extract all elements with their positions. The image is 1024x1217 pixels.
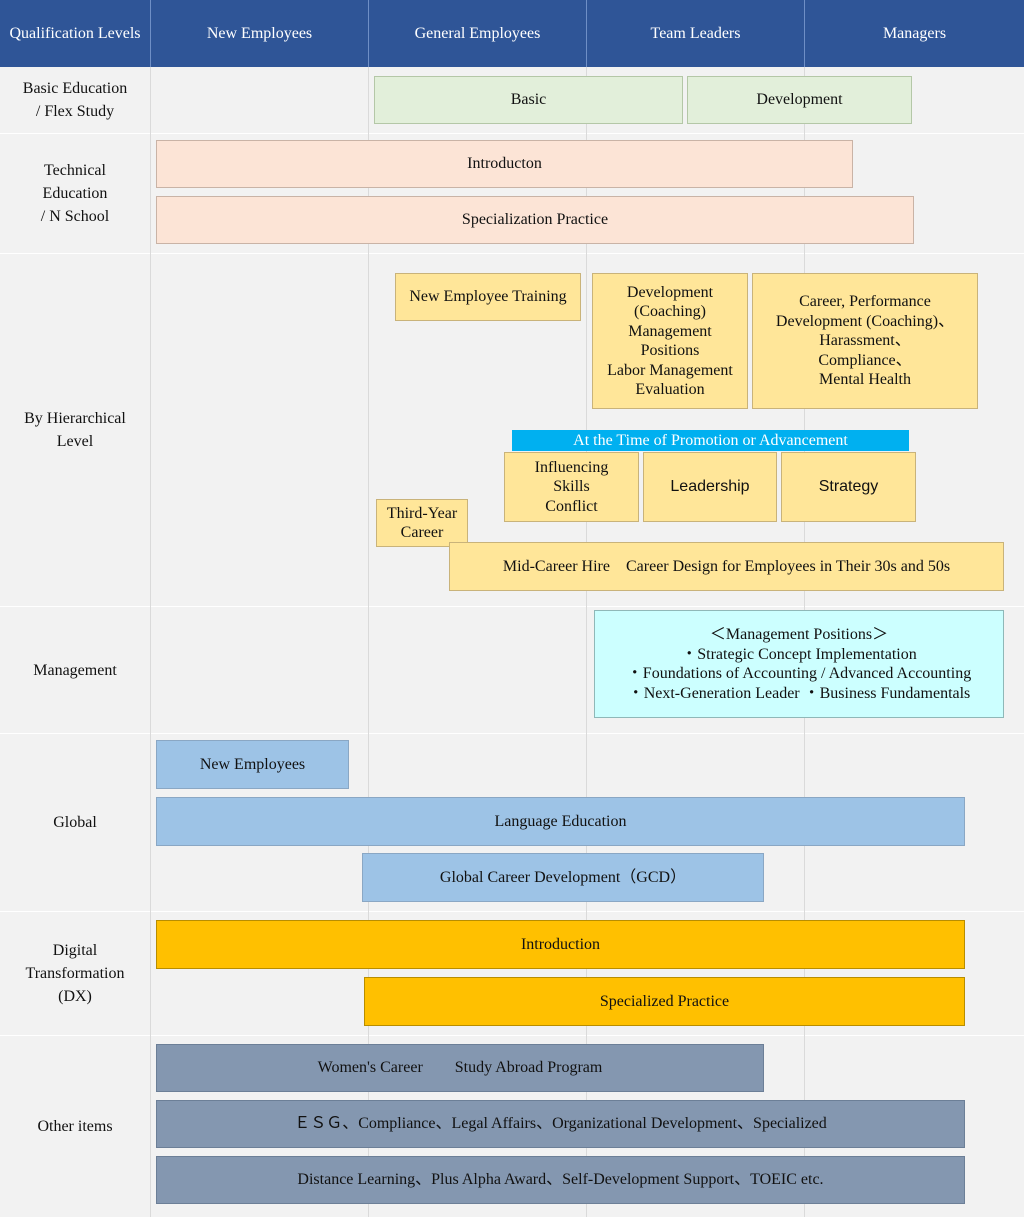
box-esg-compliance: ＥＳＧ、Compliance、Legal Affairs、Organizatio… [156, 1100, 965, 1148]
header-managers: Managers [805, 0, 1024, 67]
box-specialization-practice: Specialization Practice [156, 196, 914, 244]
box-technical-introduction: Introducton [156, 140, 853, 188]
box-strategy: Strategy [781, 452, 916, 522]
box-womens-career: Women's Career Study Abroad Program [156, 1044, 764, 1092]
category-technical: Technical Education / N School [40, 162, 110, 225]
box-influencing-skills: Influencing Skills Conflict [504, 452, 639, 522]
box-leadership: Leadership [643, 452, 777, 522]
header-qualification-levels: Qualification Levels [0, 0, 151, 67]
box-development-coaching: Development (Coaching) Management Positi… [592, 273, 748, 409]
box-language-education: Language Education [156, 797, 965, 846]
category-hierarchical: By Hierarchical Level [24, 410, 126, 450]
grid-line [586, 67, 587, 1217]
header-team-leaders: Team Leaders [587, 0, 805, 67]
box-third-year-career: Third-Year Career [376, 499, 468, 547]
grid-line [150, 67, 151, 1217]
box-development: Development [687, 76, 912, 124]
box-distance-learning: Distance Learning、Plus Alpha Award、Self-… [156, 1156, 965, 1204]
header-general-employees: General Employees [369, 0, 587, 67]
category-other: Other items [37, 1118, 113, 1135]
box-management-positions: ＜Management Positions＞ ・Strategic Concep… [594, 610, 1004, 718]
box-dx-introduction: Introduction [156, 920, 965, 969]
box-new-employee-training: New Employee Training [395, 273, 581, 321]
category-dx: Digital Transformation (DX) [25, 942, 125, 1005]
box-global-new-employees: New Employees [156, 740, 349, 789]
grid-line [368, 67, 369, 1217]
promotion-banner: At the Time of Promotion or Advancement [512, 430, 909, 451]
category-global: Global [53, 814, 97, 831]
box-dx-specialized-practice: Specialized Practice [364, 977, 965, 1026]
box-basic: Basic [374, 76, 683, 124]
category-management: Management [33, 661, 117, 679]
box-career-performance: Career, Performance Development (Coachin… [752, 273, 978, 409]
header-new-employees: New Employees [151, 0, 369, 67]
box-mid-career-hire: Mid-Career Hire Career Design for Employ… [449, 542, 1004, 591]
category-basic: Basic Education / Flex Study [22, 80, 128, 120]
box-global-career-development: Global Career Development（GCD） [362, 853, 764, 902]
